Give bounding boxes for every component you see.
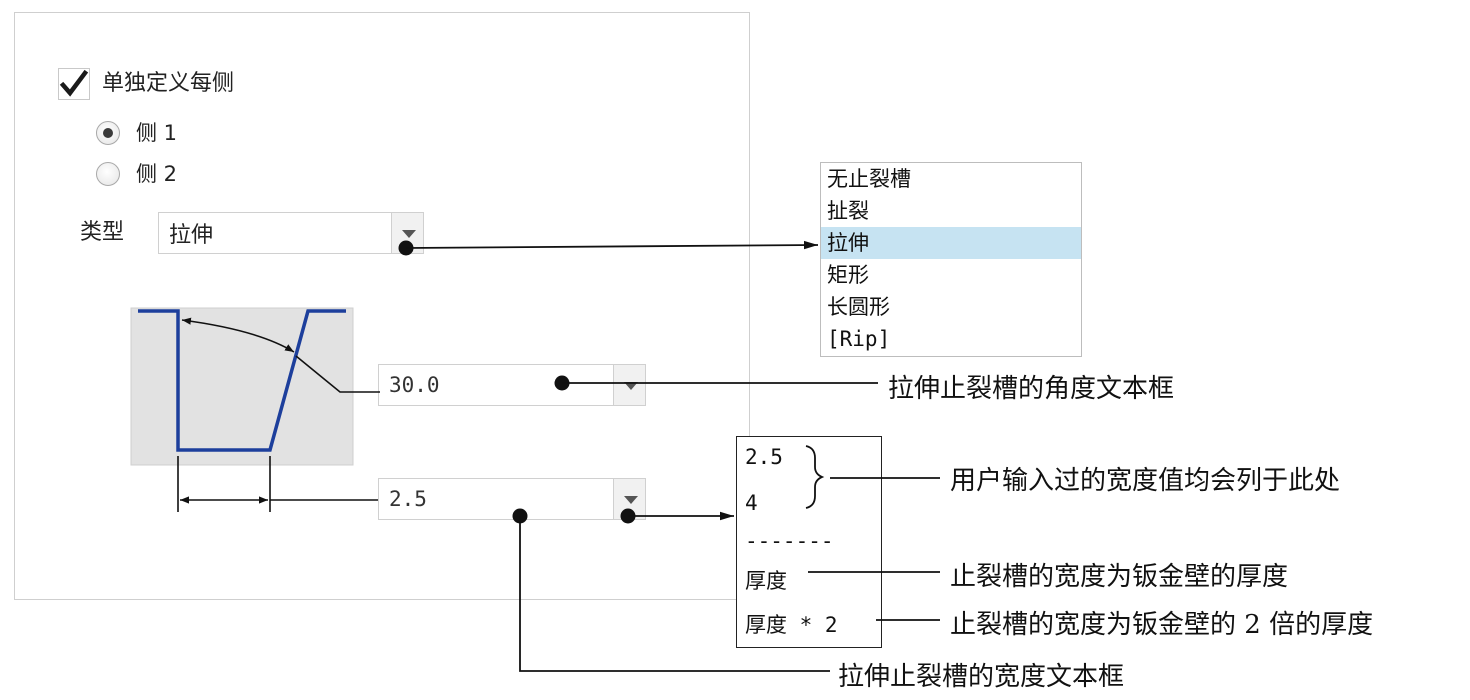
width-options-list[interactable]: 2.5 4 ------- 厚度厚度 * 2 [736, 436, 882, 648]
type-option[interactable]: 无止裂槽 [827, 167, 911, 191]
width-history-item[interactable]: 4 [745, 491, 758, 515]
angle-field-value: 30.0 [389, 373, 440, 397]
angle-field[interactable]: 30.0 [378, 364, 646, 406]
side-1-label: 侧 1 [136, 121, 178, 145]
chevron-down-icon [402, 230, 416, 238]
type-option[interactable]: 扯裂 [827, 199, 869, 223]
type-options-list[interactable]: 无止裂槽扯裂拉伸矩形长圆形 [Rip] [820, 162, 1082, 357]
annotation-thickness: 止裂槽的宽度为钣金壁的厚度 [950, 562, 1289, 592]
chevron-down-icon [624, 496, 638, 504]
side-2-label: 侧 2 [136, 162, 178, 186]
chevron-down-icon [624, 382, 638, 390]
define-each-side-checkbox[interactable] [58, 68, 90, 100]
width-list-separator: ------- [745, 529, 834, 553]
checkmark-icon [59, 69, 89, 97]
annotation-angle-box: 拉伸止裂槽的角度文本框 [888, 374, 1175, 404]
annotation-width-box: 拉伸止裂槽的宽度文本框 [838, 662, 1125, 692]
define-each-side-label: 单独定义每侧 [102, 71, 235, 96]
side-2-radio[interactable] [96, 162, 120, 186]
type-dropdown-button[interactable] [391, 213, 423, 253]
width-thickness-x2-option[interactable]: 厚度 * 2 [745, 613, 838, 637]
radio-selected-dot [103, 128, 113, 138]
angle-dropdown-button[interactable] [613, 365, 645, 405]
annotation-width-history: 用户输入过的宽度值均会列于此处 [950, 466, 1341, 496]
width-dropdown-button[interactable] [613, 479, 645, 519]
type-option[interactable]: 拉伸 [821, 227, 1081, 259]
type-label: 类型 [80, 220, 125, 245]
side-1-radio[interactable] [96, 121, 120, 145]
width-history-item[interactable]: 2.5 [745, 445, 783, 469]
width-field[interactable]: 2.5 [378, 478, 646, 520]
type-option[interactable]: 矩形 [827, 263, 869, 287]
type-option[interactable]: 长圆形 [827, 295, 890, 319]
annotation-thickness-x2: 止裂槽的宽度为钣金壁的 2 倍的厚度 [950, 610, 1374, 640]
type-option[interactable]: [Rip] [827, 327, 891, 351]
type-dropdown[interactable]: 拉伸 [158, 212, 424, 254]
width-thickness-option[interactable]: 厚度 [745, 569, 787, 593]
width-field-value: 2.5 [389, 487, 427, 511]
type-dropdown-value: 拉伸 [169, 223, 214, 248]
